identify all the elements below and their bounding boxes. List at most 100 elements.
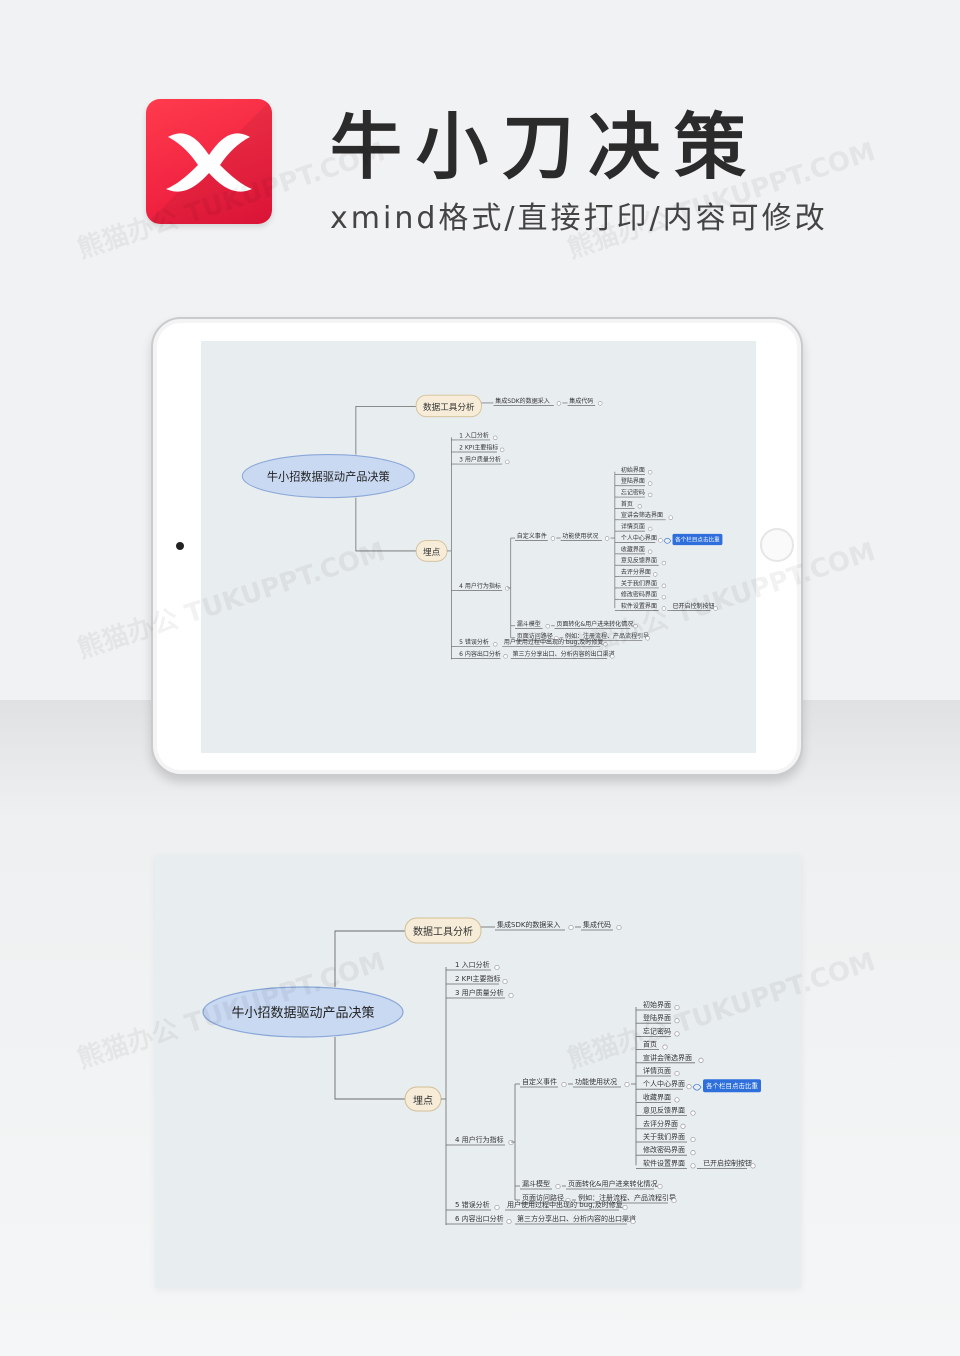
page-node-7: 个人中心界面 bbox=[621, 534, 657, 542]
tracking-item-6: 6 内容出口分析 bbox=[459, 650, 501, 658]
branch-1-child: 集成SDK的数据采入 bbox=[497, 920, 560, 929]
root-node bbox=[202, 986, 404, 1038]
connector-line bbox=[355, 406, 417, 455]
expand-toggle-icon bbox=[661, 560, 667, 566]
expand-toggle-icon bbox=[674, 1004, 680, 1011]
page-node-11: 关于我们界面 bbox=[621, 579, 657, 587]
tracking-item-4: 4 用户行为指标 bbox=[459, 582, 501, 590]
branch-1-grandchild: 集成代码 bbox=[583, 920, 611, 929]
expand-toggle-icon bbox=[502, 978, 508, 985]
expand-toggle-icon bbox=[690, 1163, 696, 1169]
root-node bbox=[241, 454, 415, 499]
expand-toggle-icon bbox=[622, 1204, 628, 1211]
page-path-node: 页面访问路径 bbox=[517, 632, 553, 640]
expand-toggle-icon bbox=[690, 1136, 696, 1143]
page-node-5: 宣讲会筛选界面 bbox=[621, 511, 663, 519]
page-node-9: 意见反馈界面 bbox=[643, 1106, 685, 1115]
expand-toggle-icon bbox=[690, 1110, 696, 1116]
expand-toggle-icon bbox=[610, 654, 615, 659]
branch-1-child: 集成SDK的数据采入 bbox=[495, 397, 550, 405]
expand-toggle-icon bbox=[603, 642, 608, 647]
page-node-1: 初始界面 bbox=[643, 1000, 671, 1009]
page-node-1: 初始界面 bbox=[621, 466, 645, 474]
expand-toggle-icon bbox=[545, 624, 550, 629]
tracking-item-4: 4 用户行为指标 bbox=[455, 1135, 504, 1144]
expand-toggle-icon bbox=[604, 536, 610, 541]
branch-node-data-tools bbox=[415, 394, 482, 418]
expand-toggle-icon bbox=[494, 964, 500, 971]
expand-toggle-icon bbox=[658, 538, 663, 543]
expand-toggle-icon bbox=[561, 1081, 567, 1088]
expand-toggle-icon bbox=[505, 459, 510, 465]
custom-event-node: 自定义事件 bbox=[517, 532, 547, 540]
funnel-note: 页面转化&用户进来转化情况 bbox=[556, 620, 633, 628]
personal-center-note: 各个栏目点击比重 bbox=[675, 536, 720, 544]
page-node-2: 登陆界面 bbox=[643, 1013, 671, 1022]
expand-toggle-icon bbox=[506, 1218, 512, 1225]
tracking-item-1: 1 入口分析 bbox=[455, 960, 490, 969]
expand-toggle-icon bbox=[499, 447, 505, 453]
page-node-13: 软件设置界面 bbox=[621, 602, 657, 610]
x-logo-icon bbox=[146, 99, 272, 224]
expand-toggle-icon bbox=[554, 636, 559, 641]
page-node-3: 忘记密码 bbox=[621, 488, 645, 496]
page-subtitle: xmind格式/直接打印/内容可修改 bbox=[330, 201, 828, 236]
export-note: 第三方分享出口、分析内容的出口渠道 bbox=[512, 650, 614, 658]
xmind-logo bbox=[146, 99, 272, 224]
expand-toggle-icon bbox=[550, 536, 556, 541]
funnel-note: 页面转化&用户进来转化情况 bbox=[568, 1179, 657, 1188]
expand-toggle-icon bbox=[556, 401, 562, 406]
page-path-node: 页面访问路径 bbox=[522, 1193, 564, 1202]
page-node-13: 软件设置界面 bbox=[643, 1158, 685, 1167]
custom-event-node: 自定义事件 bbox=[522, 1077, 557, 1086]
mindmap-svg: 牛小招数据驱动产品决策数据工具分析集成SDK的数据采入集成代码埋点1 入口分析2… bbox=[241, 394, 723, 660]
expand-toggle-icon bbox=[686, 1084, 692, 1090]
expand-toggle-icon bbox=[661, 594, 667, 600]
expand-toggle-icon bbox=[653, 572, 658, 577]
expand-toggle-icon bbox=[647, 549, 653, 554]
page-node-9: 意见反馈界面 bbox=[621, 557, 657, 565]
settings-note: 已开启控制按钮 bbox=[703, 1158, 752, 1167]
page-node-10: 去评分界面 bbox=[621, 568, 651, 576]
expand-toggle-icon bbox=[493, 642, 498, 647]
tracking-item-2: 2 KPI主要指标 bbox=[459, 443, 498, 451]
tracking-item-5: 5 错误分析 bbox=[459, 638, 489, 646]
connector-line bbox=[334, 1037, 405, 1100]
expand-toggle-icon bbox=[750, 1163, 756, 1169]
expand-toggle-icon bbox=[633, 624, 638, 629]
personal-center-note: 各个栏目点击比重 bbox=[706, 1081, 759, 1090]
branch-node-data-tools bbox=[404, 917, 482, 944]
expand-toggle-icon bbox=[647, 492, 653, 498]
page-node-11: 关于我们界面 bbox=[643, 1132, 685, 1141]
expand-toggle-icon bbox=[657, 1183, 663, 1190]
expand-toggle-icon bbox=[503, 654, 508, 659]
expand-toggle-icon bbox=[555, 1183, 561, 1190]
function-usage-node: 功能使用状况 bbox=[562, 532, 598, 540]
branch-1-grandchild: 集成代码 bbox=[569, 397, 593, 405]
root-node-label: 牛小招数据驱动产品决策 bbox=[231, 1005, 374, 1021]
expand-toggle-icon bbox=[494, 1204, 500, 1211]
expand-toggle-icon bbox=[698, 1057, 704, 1063]
page-node-2: 登陆界面 bbox=[621, 477, 645, 485]
expand-toggle-icon bbox=[661, 583, 667, 588]
expand-toggle-icon bbox=[674, 1018, 680, 1024]
branch-label-tracking: 埋点 bbox=[413, 1095, 433, 1107]
expand-toggle-icon bbox=[674, 1097, 680, 1103]
personal-center-note-box bbox=[703, 1079, 761, 1093]
tracking-item-2: 2 KPI主要指标 bbox=[455, 974, 501, 983]
expand-toggle-icon bbox=[661, 606, 667, 611]
expand-toggle-icon bbox=[505, 586, 510, 591]
page-node-7: 个人中心界面 bbox=[643, 1079, 685, 1088]
funnel-node: 漏斗模型 bbox=[522, 1179, 550, 1188]
page-node-10: 去评分界面 bbox=[643, 1119, 678, 1128]
page-node-6: 详情页面 bbox=[643, 1066, 671, 1075]
expand-toggle-icon bbox=[637, 504, 642, 509]
tablet-camera bbox=[176, 542, 184, 550]
tracking-item-6: 6 内容出口分析 bbox=[455, 1214, 504, 1223]
tracking-item-5: 5 错误分析 bbox=[455, 1200, 490, 1209]
expand-toggle-icon bbox=[668, 515, 673, 520]
expand-toggle-icon bbox=[508, 992, 514, 999]
